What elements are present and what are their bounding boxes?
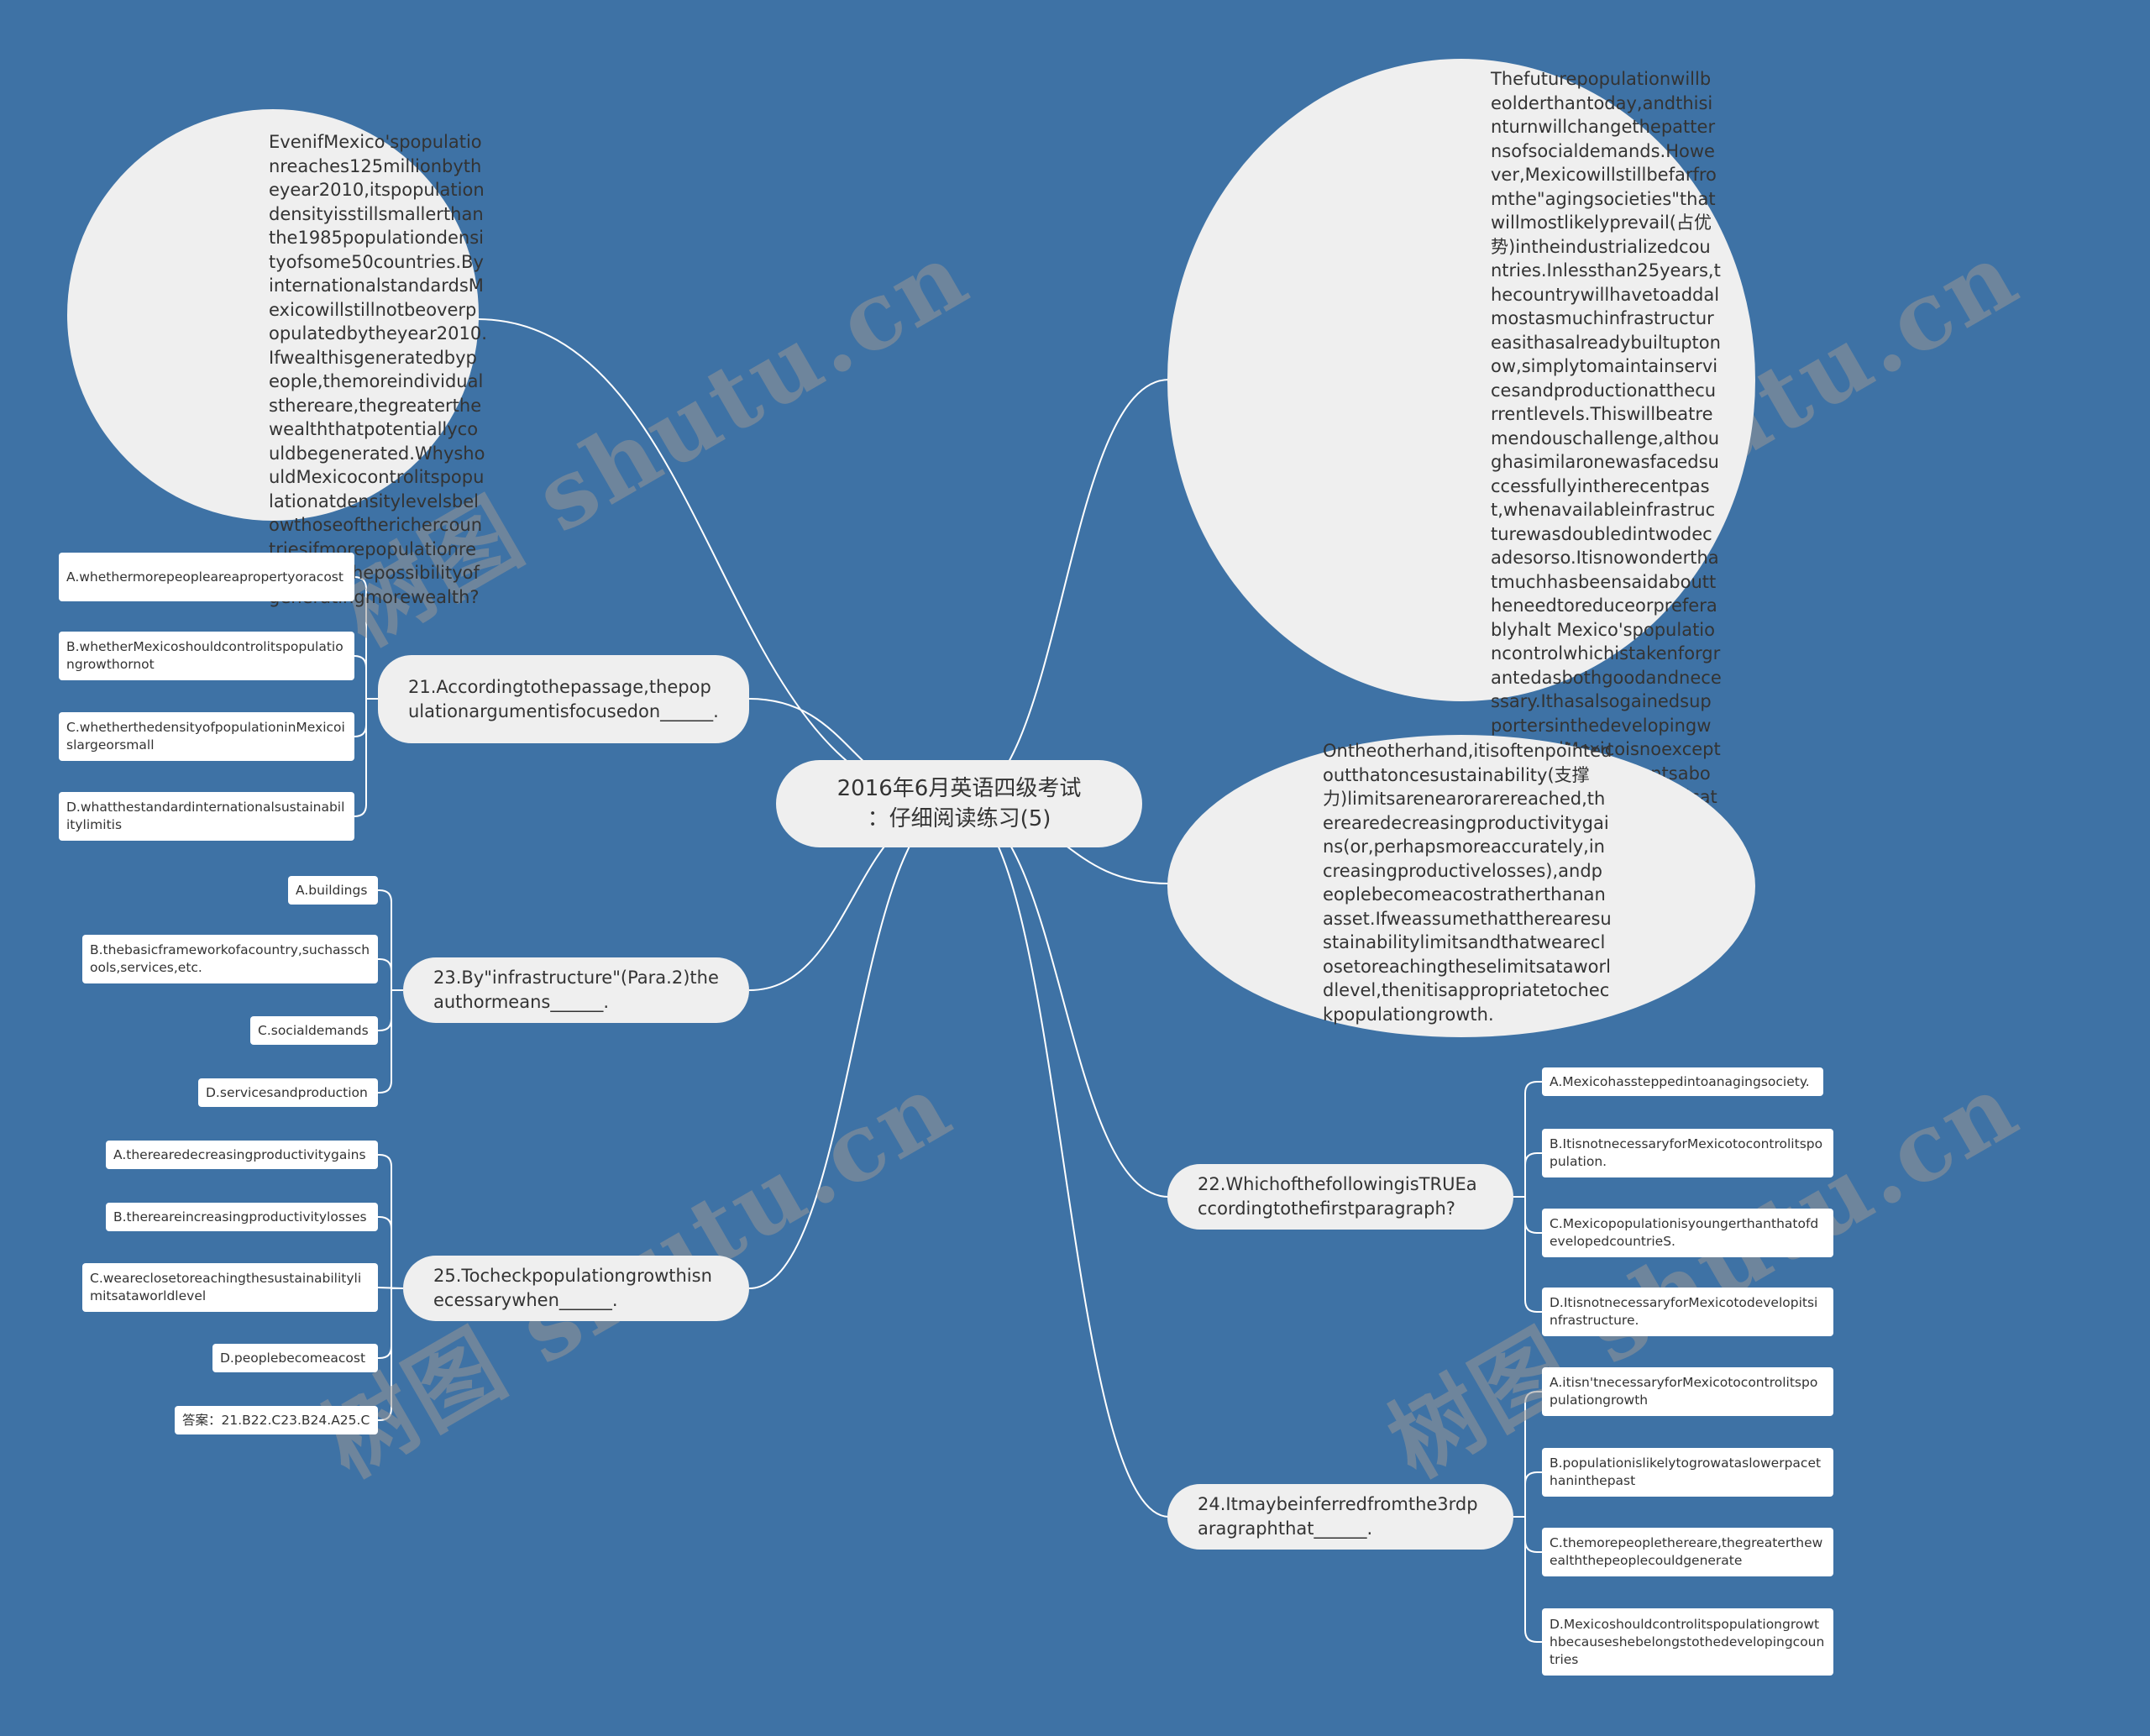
connector-q24-option-2 bbox=[1513, 1516, 1542, 1553]
connector-root-passage-2 bbox=[957, 379, 1170, 805]
option-23-c[interactable]: C.socialdemands bbox=[250, 1016, 378, 1045]
connector-q25-option-1 bbox=[378, 1216, 403, 1289]
connector-q24-option-3 bbox=[1513, 1516, 1542, 1643]
question-21[interactable]: 21.Accordingtothepassage,thepopulationar… bbox=[378, 655, 749, 743]
question-22[interactable]: 22.WhichofthefollowingisTRUEaccordingtot… bbox=[1167, 1164, 1513, 1230]
passage-node-3[interactable]: Ontheotherhand,itisoftenpointedoutthaton… bbox=[1167, 735, 1755, 1037]
question-25[interactable]: 25.Tocheckpopulationgrowthisnecessarywhe… bbox=[403, 1256, 749, 1321]
connector-q22-option-1 bbox=[1513, 1152, 1542, 1198]
option-21-b[interactable]: B.whetherMexicoshouldcontrolitspopulatio… bbox=[59, 632, 354, 680]
connector-root-q22 bbox=[957, 803, 1170, 1198]
option-24-c[interactable]: C.themorepeoplethereare,thegreaterthewea… bbox=[1542, 1528, 1833, 1576]
option-25-b[interactable]: B.thereareincreasingproductivitylosses bbox=[106, 1203, 378, 1231]
option-25-a[interactable]: A.therearedecreasingproductivitygains bbox=[106, 1141, 378, 1169]
option-24-b[interactable]: B.populationislikelytogrowataslowerpacet… bbox=[1542, 1448, 1833, 1497]
question-23[interactable]: 23.By"infrastructure"(Para.2)theauthorme… bbox=[403, 957, 749, 1023]
option-24-a[interactable]: A.itisn'tnecessaryforMexicotocontrolitsp… bbox=[1542, 1367, 1833, 1416]
connector-q25-option-0 bbox=[378, 1154, 403, 1289]
connector-q22-option-3 bbox=[1513, 1196, 1542, 1313]
option-23-d[interactable]: D.servicesandproduction bbox=[198, 1078, 378, 1107]
option-22-a[interactable]: A.Mexicohassteppedintoanagingsociety. bbox=[1542, 1067, 1823, 1096]
option-23-a[interactable]: A.buildings bbox=[288, 876, 378, 905]
question-24[interactable]: 24.Itmaybeinferredfromthe3rdparagraphtha… bbox=[1167, 1484, 1513, 1550]
passage-node-1[interactable]: EvenifMexico'spopulationreaches125millio… bbox=[67, 109, 487, 607]
central-topic[interactable]: 2016年6月英语四级考试 ：仔细阅读练习(5) bbox=[776, 760, 1142, 847]
connector-q24-option-1 bbox=[1513, 1471, 1542, 1518]
connector-root-q24 bbox=[957, 803, 1170, 1518]
passage-text-3: Ontheotherhand,itisoftenpointedoutthaton… bbox=[1323, 741, 1612, 1025]
passage-node-2[interactable]: Thefuturepopulationwillbeolderthantoday,… bbox=[1167, 59, 1755, 855]
connector-q22-option-0 bbox=[1513, 1081, 1542, 1198]
option-22-d[interactable]: D.ItisnotnecessaryforMexicotodevelopitsi… bbox=[1542, 1288, 1833, 1336]
connector-q23-option-3 bbox=[378, 989, 403, 1094]
connector-q24-option-0 bbox=[1513, 1391, 1542, 1518]
connector-q25-option-3 bbox=[378, 1288, 403, 1359]
connector-q21-option-1 bbox=[354, 655, 378, 700]
option-21-d[interactable]: D.whatthestandardinternationalsustainabi… bbox=[59, 792, 354, 841]
connector-q21-option-3 bbox=[354, 698, 378, 817]
option-22-c[interactable]: C.Mexicopopulationisyoungerthanthatofdev… bbox=[1542, 1209, 1833, 1257]
option-23-b[interactable]: B.thebasicframeworkofacountry,suchasscho… bbox=[82, 935, 378, 983]
passage-text-1: EvenifMexico'spopulationreaches125millio… bbox=[269, 132, 487, 607]
option-25-c[interactable]: C.weareclosetoreachingthesustainabilityl… bbox=[82, 1263, 378, 1312]
central-topic-line2: ：仔细阅读练习(5) bbox=[867, 806, 1051, 831]
connector-q21-option-2 bbox=[354, 698, 378, 737]
option-21-c[interactable]: C.whetherthedensityofpopulationinMexicoi… bbox=[59, 712, 354, 761]
central-topic-line1: 2016年6月英语四级考试 bbox=[836, 776, 1082, 801]
connector-q25-option-4 bbox=[378, 1288, 403, 1421]
watermark: 树图 shutu.cn bbox=[1371, 1051, 2037, 1498]
connector-q23-option-1 bbox=[378, 958, 403, 991]
connector-q23-option-0 bbox=[378, 889, 403, 991]
option-21-a[interactable]: A.whethermorepeopleareapropertyoracost bbox=[59, 553, 354, 601]
connector-root-q25 bbox=[748, 803, 958, 1289]
option-25-d[interactable]: D.peoplebecomeacost bbox=[212, 1344, 378, 1372]
option-24-d[interactable]: D.Mexicoshouldcontrolitspopulationgrowth… bbox=[1542, 1608, 1833, 1676]
connector-q22-option-2 bbox=[1513, 1196, 1542, 1234]
option-22-b[interactable]: B.ItisnotnecessaryforMexicotocontrolitsp… bbox=[1542, 1129, 1833, 1177]
connector-q23-option-2 bbox=[378, 989, 403, 1031]
answer-key: 答案：21.B22.C23.B24.A25.C bbox=[175, 1406, 378, 1434]
